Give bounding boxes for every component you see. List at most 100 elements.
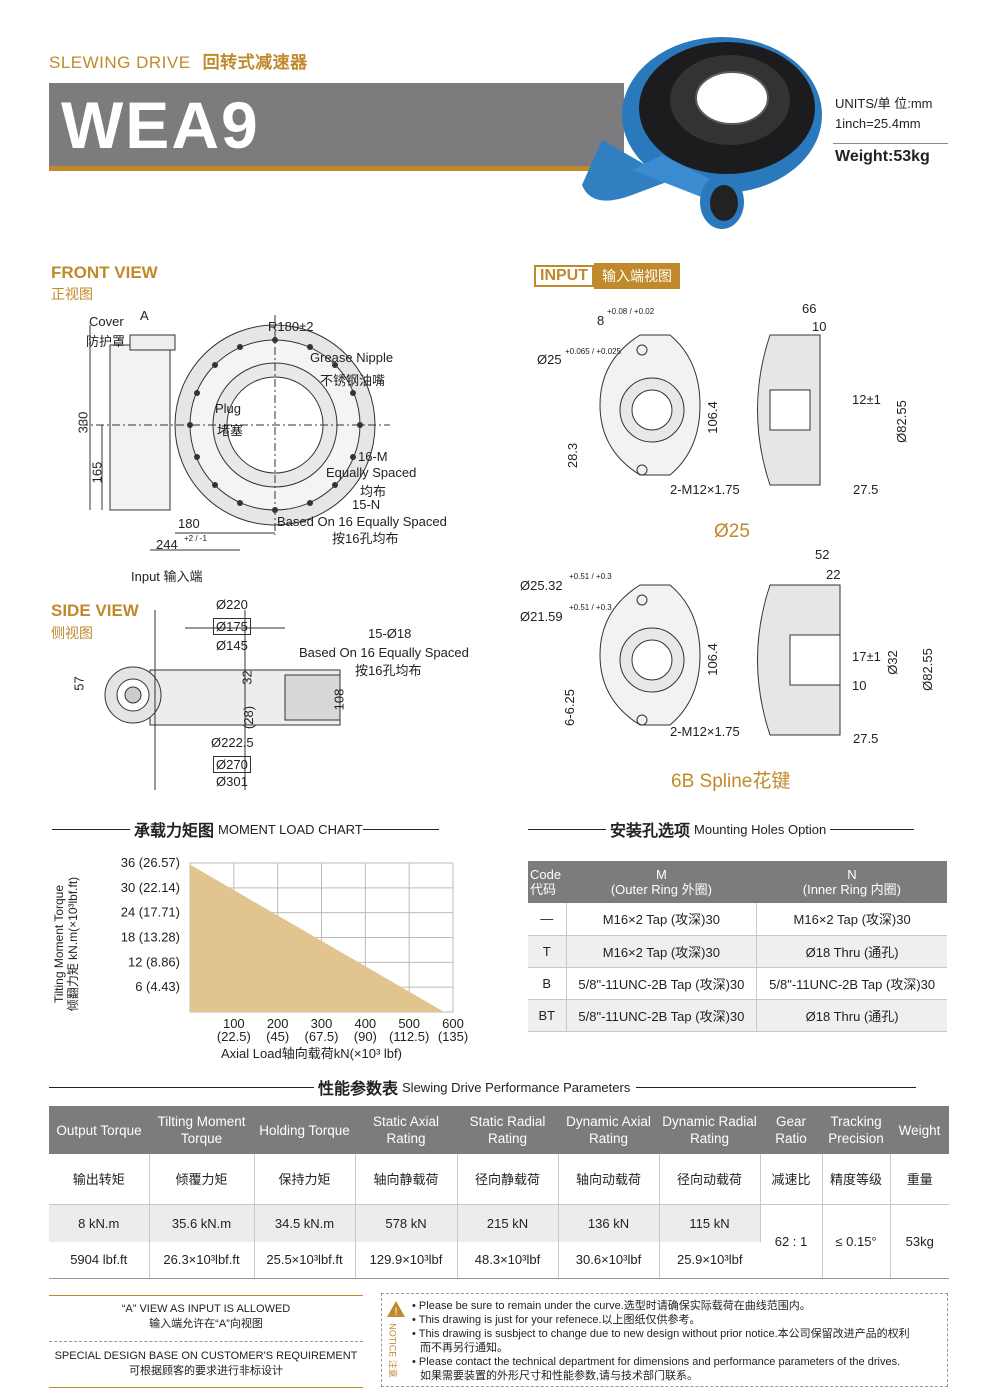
in1-d275: 27.5 — [853, 482, 879, 497]
chart-x-ticks: 100(22.5)200(45)300(67.5)400(90)500(112.… — [217, 1016, 468, 1044]
note-special-design: SPECIAL DESIGN BASE ON CUSTOMER'S REQUIR… — [49, 1350, 363, 1378]
notes-top-rule — [49, 1295, 363, 1296]
label-330: 330 — [75, 411, 91, 434]
label-28: (28) — [241, 705, 257, 730]
performance-table: Output Torque Tilting Moment Torque Hold… — [49, 1106, 949, 1279]
cell-m: 5/8"-11UNC-2B Tap (攻深)30 — [565, 999, 757, 1032]
note-a-view-en: “A” VIEW AS INPUT IS ALLOWED — [121, 1303, 291, 1315]
input-view-drawing-1 — [599, 334, 821, 486]
label-based-cn: 按16孔均布 — [332, 531, 399, 546]
chart-ylabel-en: Tilting Moment Torque — [52, 884, 66, 1004]
label-cover-cn: 防护罩 — [86, 334, 126, 349]
mounting-title-cn: 安装孔选项 — [610, 823, 691, 840]
x-tick-label: (22.5) — [217, 1029, 251, 1044]
notice-text: Please be sure to remain under the curve… — [418, 1300, 811, 1312]
chart-ylabel-cn: 倾翻力矩 kN.m(×10³lbf.ft) — [66, 876, 80, 1012]
in2-d1064: 106.4 — [704, 643, 720, 676]
col-tracking-precision: Tracking Precision — [822, 1106, 890, 1154]
cell-cn: 径向静载荷 — [457, 1154, 559, 1205]
notice-text: This drawing is susbject to change due t… — [418, 1328, 910, 1340]
y-tick-label: 12 (8.86) — [128, 954, 180, 969]
notice-lines: • Please be sure to remain under the cur… — [412, 1299, 910, 1383]
side-view-title: SIDE VIEW — [51, 601, 139, 620]
table-row: 5904 lbf.ft 26.3×10³lbf.ft 25.5×10³lbf.f… — [49, 1242, 949, 1279]
cell-imperial: 25.9×10³lbf — [659, 1242, 760, 1279]
units-divider — [833, 143, 948, 144]
label-d175: Ø175 — [213, 618, 251, 635]
front-view-subtitle: 正视图 — [51, 286, 93, 302]
label-d2225: Ø222.5 — [211, 735, 254, 750]
cell-cn: 输出转矩 — [49, 1154, 150, 1205]
x-tick-label: (112.5) — [389, 1029, 429, 1044]
performance-title-cn: 性能参数表 — [318, 1081, 399, 1098]
cell-m: M16×2 Tap (攻深)30 — [565, 935, 757, 968]
front-view-drawing — [80, 315, 390, 551]
col-n-sub: (Inner Ring 内圈) — [802, 882, 902, 897]
label-grease: Grease Nipple — [310, 350, 394, 365]
cell-m: M16×2 Tap (攻深)30 — [565, 903, 757, 936]
in2-d22: 22 — [826, 567, 841, 582]
mounting-header: 安装孔选项 Mounting Holes Option — [528, 818, 915, 840]
load-curve-area — [190, 864, 445, 1012]
table-row: 输出转矩 倾覆力矩 保持力矩 轴向静载荷 径向静载荷 轴向动载荷 径向动载荷 减… — [49, 1154, 949, 1205]
mounting-holes-table: Code 代码 M (Outer Ring 外圈) N (Inner Ring … — [528, 861, 947, 1032]
in1-m12: 2-M12×1.75 — [670, 482, 740, 497]
cell-metric: 136 kN — [558, 1204, 660, 1242]
cell-cn: 径向动载荷 — [659, 1154, 761, 1205]
y-tick-label: 6 (4.43) — [135, 979, 180, 994]
chart-xlabel: Axial Load轴向载荷kN(×10³ lbf) — [221, 1046, 402, 1061]
cell-metric: 115 kN — [659, 1204, 761, 1242]
cell-imperial: 48.3×10³lbf — [457, 1242, 559, 1279]
col-dynamic-axial: Dynamic Axial Rating — [558, 1106, 659, 1154]
input-view-drawing-2 — [599, 584, 841, 736]
col-m-title: M — [655, 867, 667, 882]
in2-d275: 27.5 — [853, 731, 879, 746]
chart-ylabel: Tilting Moment Torque 倾翻力矩 kN.m(×10³lbf.… — [52, 864, 80, 1024]
cell-cn: 重量 — [890, 1154, 949, 1205]
in2-d52: 52 — [815, 547, 830, 562]
cell-cn: 轴向动载荷 — [558, 1154, 660, 1205]
cell-cn: 轴向静载荷 — [355, 1154, 458, 1205]
input-tag-box: INPUT — [534, 265, 594, 287]
in1-d1064: 106.4 — [704, 401, 720, 434]
cell-code: — — [528, 903, 566, 936]
warning-icon: ! — [386, 1300, 406, 1323]
label-16m: 16-M — [358, 449, 388, 464]
label-15n: 15-N — [352, 497, 381, 512]
x-tick-label: 200 — [267, 1016, 289, 1031]
in2-d2159-tol: +0.51 / +0.3 — [569, 603, 612, 612]
model-title: WEA9 — [61, 88, 260, 162]
series-en: SLEWING DRIVE — [49, 53, 191, 72]
in2-d2532-tol: +0.51 / +0.3 — [569, 572, 612, 581]
moment-chart-title-cn: 承载力矩图 — [134, 823, 215, 840]
cell-cn: 精度等级 — [822, 1154, 891, 1205]
label-108: 108 — [331, 688, 347, 711]
col-code-en: Code — [530, 867, 562, 882]
y-tick-label: 18 (13.28) — [121, 930, 180, 945]
x-tick-label: 500 — [398, 1016, 420, 1031]
cell-metric: 35.6 kN.m — [149, 1204, 255, 1242]
x-tick-label: (67.5) — [305, 1029, 339, 1044]
label-equally-cn: 均布 — [360, 484, 387, 499]
label-d145: Ø145 — [216, 638, 248, 653]
cell-n: M16×2 Tap (攻深)30 — [756, 903, 947, 936]
cell-cn: 倾覆力矩 — [149, 1154, 255, 1205]
col-n: N (Inner Ring 内圈) — [756, 861, 947, 903]
label-165: 165 — [89, 461, 105, 484]
header-rule — [49, 1086, 314, 1088]
moment-chart-header: 承载力矩图 MOMENT LOAD CHART — [52, 818, 439, 840]
input-caption-1: Ø25 — [714, 521, 750, 542]
label-d270: Ø270 — [213, 756, 251, 773]
label-cover: Cover — [89, 314, 124, 329]
in1-k8: 8 — [597, 313, 605, 328]
table-row: — M16×2 Tap (攻深)30 M16×2 Tap (攻深)30 — [528, 903, 947, 936]
in2-s625: 6-6.25 — [561, 689, 577, 726]
cell-cn: 减速比 — [760, 1154, 823, 1205]
notice-line: • This drawing is just for your refenece… — [412, 1314, 701, 1326]
in2-d32: Ø32 — [884, 650, 900, 675]
notice-line: • Please be sure to remain under the cur… — [412, 1300, 811, 1312]
input-view-tag: INPUT 输入端视图 — [534, 263, 680, 289]
notes-mid-rule — [49, 1341, 363, 1342]
in1-d10: 10 — [812, 319, 827, 334]
